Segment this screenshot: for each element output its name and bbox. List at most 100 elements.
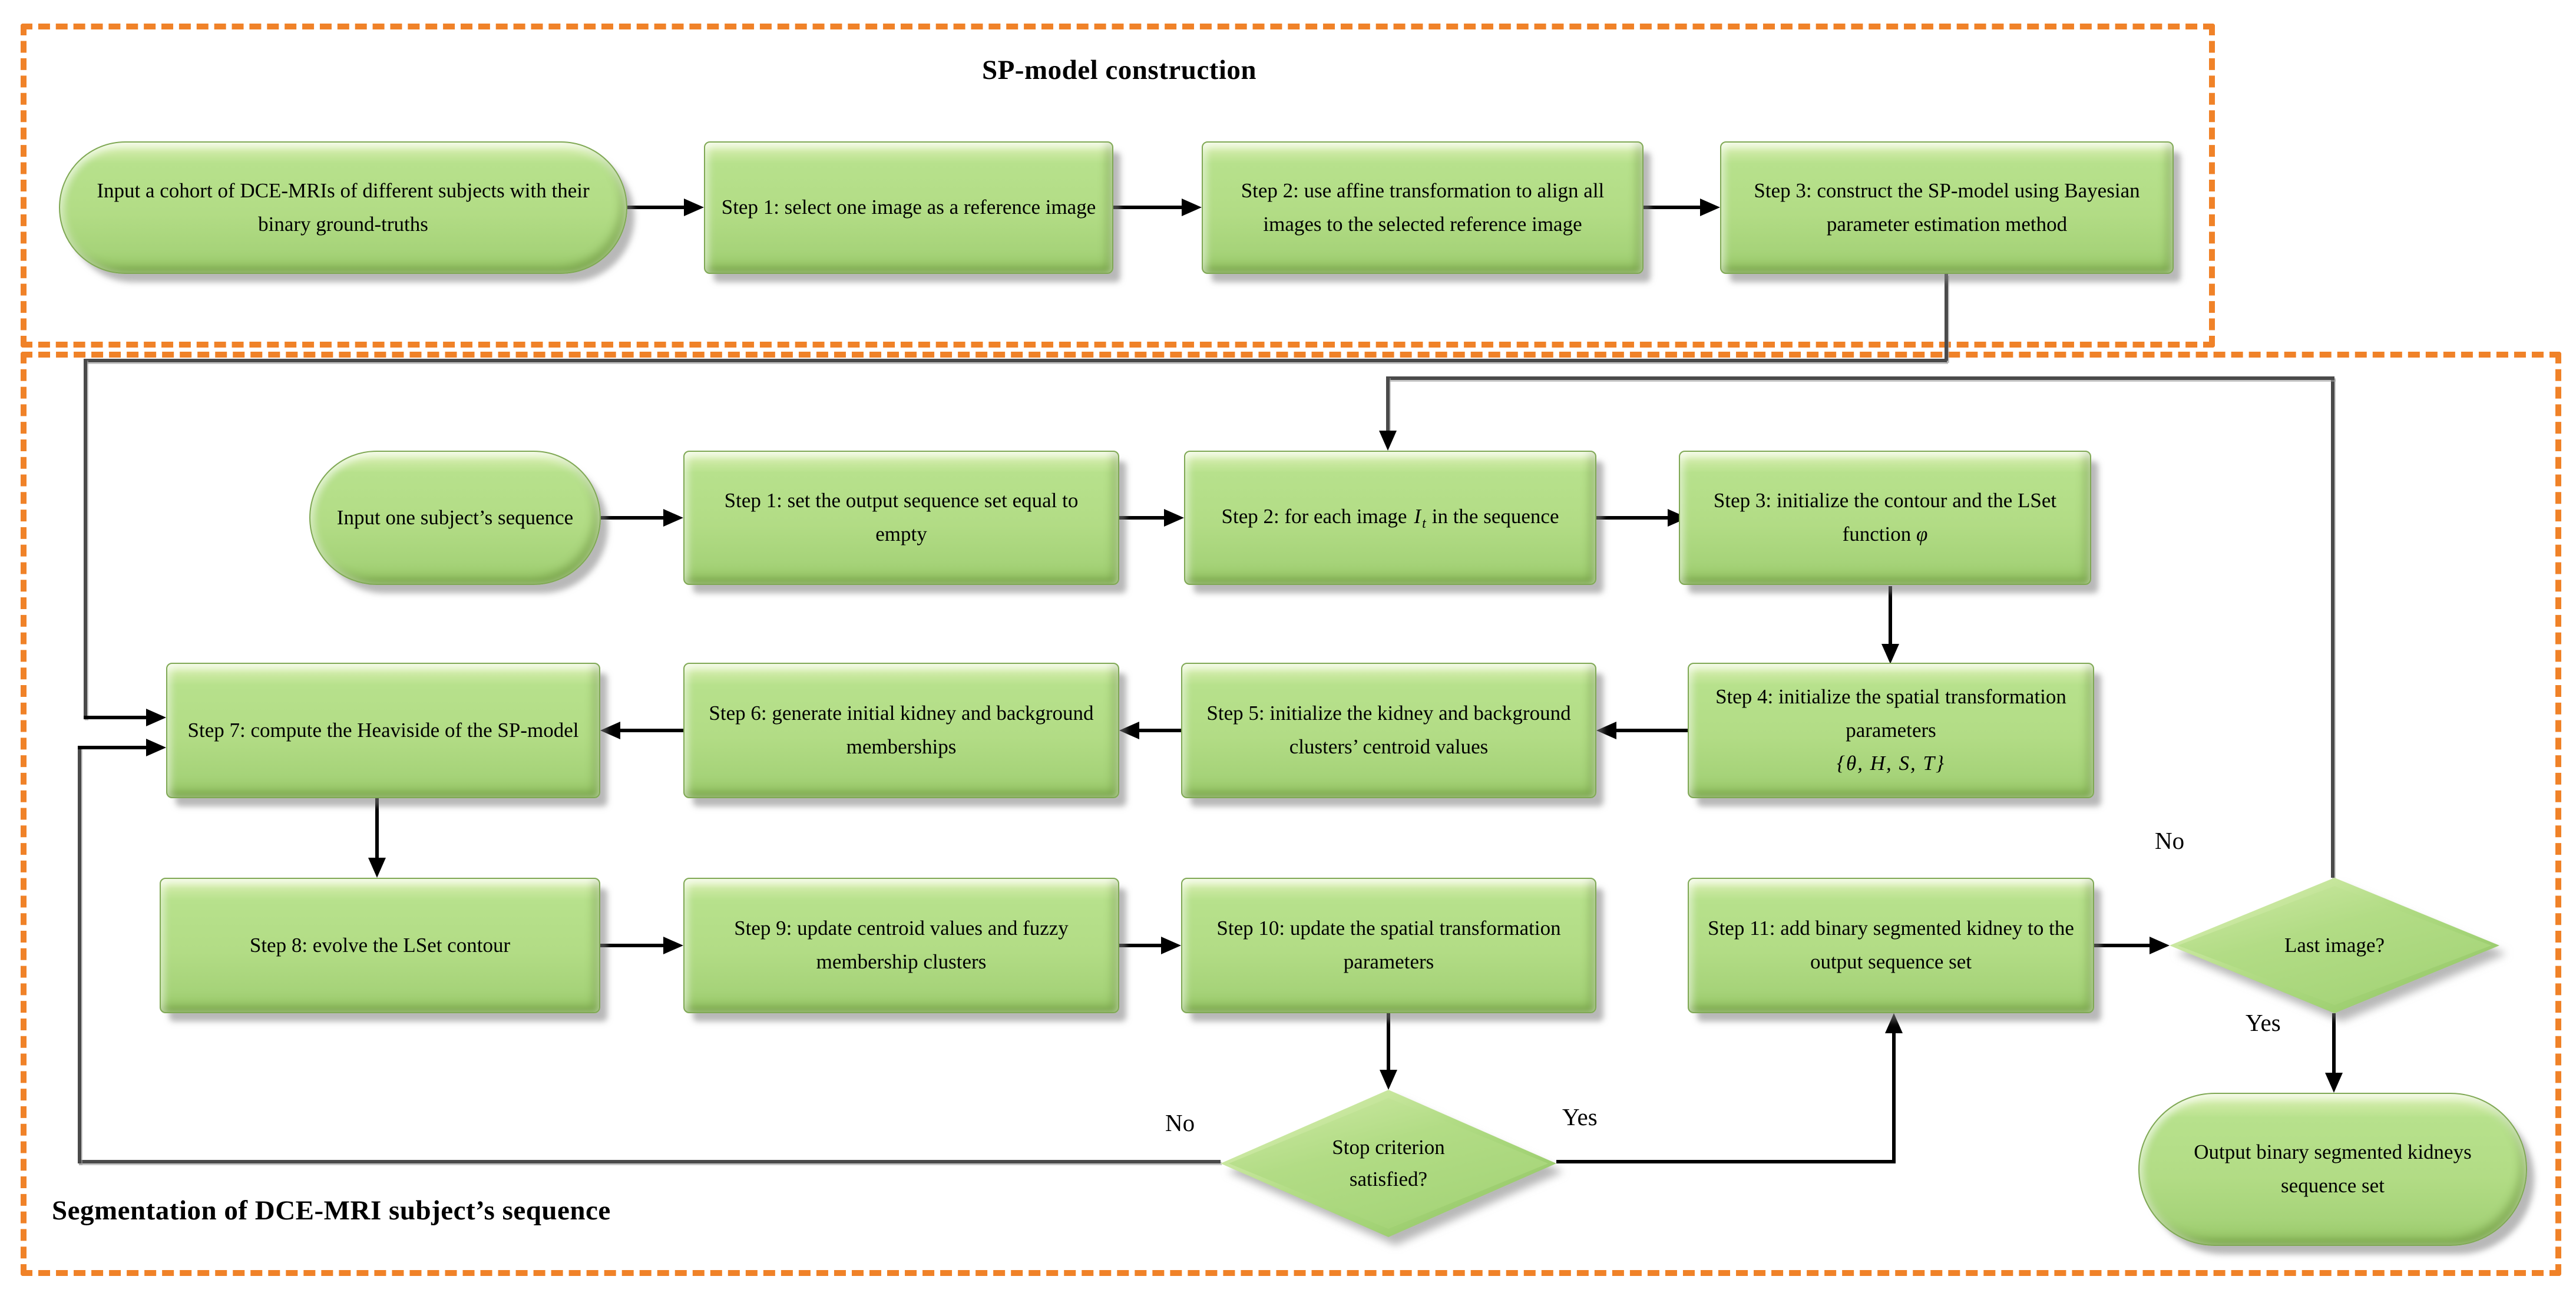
node-seg-step2: Step 2: for each image It in the sequence (1184, 451, 1596, 585)
node-sp-step3: Step 3: construct the SP-model using Bay… (1720, 141, 2174, 274)
connector-segstep10-stopdecision (1387, 1013, 1390, 1071)
connector-into-step7-upper (84, 716, 148, 719)
arrowhead-into-step7-lower (146, 739, 166, 756)
label-stop-yes: Yes (1562, 1103, 1598, 1130)
arrowhead-cohort-spstep1 (684, 199, 704, 216)
node-seg-step6: Step 6: generate initial kidney and back… (683, 663, 1119, 798)
node-stop-decision: Stop criterion satisfied? (1221, 1090, 1556, 1237)
connector-lastno-up (2331, 378, 2334, 878)
node-seg-step4-text: Step 4: initialize the spatial transform… (1715, 685, 2066, 742)
connector-lastyes-output (2332, 1013, 2336, 1074)
node-seg-step5-text: Step 5: initialize the kidney and backgr… (1206, 702, 1571, 758)
arrowhead-segstep5-segstep6 (1119, 722, 1139, 739)
connector-segstep5-segstep6 (1139, 729, 1181, 732)
arrowhead-segstep6-segstep7 (600, 722, 620, 739)
connector-spstep2-spstep3 (1644, 206, 1702, 209)
arrowhead-spstep1-spstep2 (1182, 199, 1202, 216)
label-last-no: No (2155, 827, 2185, 854)
node-seg-step1: Step 1: set the output sequence set equa… (683, 451, 1119, 585)
arrowhead-into-segstep2 (1379, 431, 1397, 451)
connector-segstep3-segstep4 (1889, 586, 1892, 646)
node-seg-step2-var: I (1414, 505, 1421, 528)
node-subject-input-text: Input one subject’s sequence (336, 505, 574, 529)
arrowhead-segstep9-segstep10 (1161, 937, 1181, 954)
connector-spstep1-spstep2 (1113, 206, 1184, 209)
connector-segstep11-lastdecision (2094, 944, 2152, 947)
node-seg-step8-text: Step 8: evolve the LSet contour (249, 933, 511, 957)
section-segmentation (21, 352, 2561, 1276)
node-seg-step9-text: Step 9: update centroid values and fuzzy… (734, 917, 1069, 973)
connector-segstep2-segstep3 (1596, 516, 1670, 520)
connector-segstep6-segstep7 (620, 729, 683, 732)
node-seg-step10-text: Step 10: update the spatial transformati… (1216, 917, 1561, 973)
node-sp-step3-text: Step 3: construct the SP-model using Bay… (1754, 178, 2140, 236)
node-output-result: Output binary segmented kidneys sequence… (2138, 1093, 2527, 1246)
node-seg-step3: Step 3: initialize the contour and the L… (1679, 451, 2091, 585)
arrowhead-segstep11-lastdecision (2150, 937, 2170, 954)
arrowhead-segstep7-segstep8 (368, 858, 386, 878)
arrowhead-segstep1-segstep2 (1164, 509, 1184, 527)
node-seg-step3-text: Step 3: initialize the contour and the L… (1695, 484, 2075, 551)
node-cohort-input: Input a cohort of DCE-MRIs of different … (59, 141, 627, 274)
node-seg-step6-text: Step 6: generate initial kidney and back… (709, 702, 1094, 758)
node-subject-input: Input one subject’s sequence (309, 451, 601, 585)
node-seg-step4: Step 4: initialize the spatial transform… (1688, 663, 2094, 798)
arrowhead-stopyes-into-segstep11 (1885, 1013, 1903, 1033)
node-seg-step3-main: Step 3: initialize the contour and the L… (1713, 489, 2057, 545)
last-decision-text: Last image? (2170, 878, 2499, 1013)
connector-into-step7-lower (78, 746, 148, 749)
node-seg-step9: Step 9: update centroid values and fuzzy… (683, 878, 1119, 1013)
node-sp-step1: Step 1: select one image as a reference … (704, 141, 1113, 274)
connector-stopyes-up (1892, 1032, 1896, 1163)
sp-model-title: SP-model construction (981, 55, 1257, 85)
node-seg-step4-params: {θ, H, S, T} (1837, 752, 1945, 775)
node-seg-step7: Step 7: compute the Heaviside of the SP-… (166, 663, 600, 798)
connector-segstep7-segstep8 (375, 798, 379, 859)
connector-subject-segstep1 (601, 516, 667, 520)
connector-stopyes-right (1556, 1160, 1894, 1163)
connector-spstep3-vert-left (84, 359, 87, 719)
node-seg-step11: Step 11: add binary segmented kidney to … (1688, 878, 2094, 1013)
node-sp-step2: Step 2: use affine transformation to ali… (1202, 141, 1644, 274)
stop-decision-label: Stop criterion satisfied? (1332, 1135, 1445, 1191)
arrowhead-into-step7-upper (146, 709, 166, 726)
connector-segstep4-segstep5 (1616, 729, 1688, 732)
connector-cohort-spstep1 (627, 206, 688, 209)
node-seg-step5: Step 5: initialize the kidney and backgr… (1181, 663, 1596, 798)
connector-stopno-left (78, 1160, 1221, 1163)
node-seg-step2-post: in the sequence (1431, 505, 1559, 528)
stop-decision-text: Stop criterion satisfied? (1221, 1090, 1556, 1237)
connector-segstep1-segstep2 (1119, 516, 1166, 520)
label-stop-no: No (1165, 1109, 1195, 1136)
connector-lastno-left (1386, 376, 2334, 380)
label-last-yes: Yes (2246, 1009, 2281, 1036)
node-seg-step1-text: Step 1: set the output sequence set equa… (724, 489, 1079, 545)
connector-segstep9-segstep10 (1119, 944, 1163, 947)
node-seg-step11-text: Step 11: add binary segmented kidney to … (1708, 917, 2074, 973)
node-output-result-text: Output binary segmented kidneys sequence… (2194, 1140, 2472, 1197)
node-seg-step2-sub: t (1422, 516, 1426, 532)
arrowhead-segstep8-segstep9 (663, 937, 683, 954)
arrowhead-spstep2-spstep3 (1700, 199, 1720, 216)
node-seg-step2-text: Step 2: for each image It in the sequence (1222, 500, 1559, 535)
node-seg-step8: Step 8: evolve the LSet contour (160, 878, 600, 1013)
node-cohort-input-text: Input a cohort of DCE-MRIs of different … (97, 178, 590, 236)
arrowhead-subject-segstep1 (663, 509, 683, 527)
node-seg-step2-pre: Step 2: for each image (1221, 505, 1407, 528)
node-last-decision: Last image? (2170, 878, 2499, 1013)
node-seg-step3-phi: φ (1916, 523, 1928, 545)
section-sp-model-construction (21, 24, 2215, 348)
node-seg-step10: Step 10: update the spatial transformati… (1181, 878, 1596, 1013)
arrowhead-lastyes-output (2325, 1073, 2343, 1093)
connector-stopno-up (78, 746, 81, 1163)
arrowhead-segstep3-segstep4 (1881, 644, 1899, 664)
segmentation-title: Segmentation of DCE-MRI subject’s sequen… (52, 1195, 611, 1226)
connector-segstep8-segstep9 (600, 944, 667, 947)
last-decision-label: Last image? (2284, 933, 2385, 957)
connector-spstep3-left (84, 359, 1947, 362)
connector-spstep3-down (1945, 274, 1948, 361)
node-sp-step1-text: Step 1: select one image as a reference … (721, 196, 1096, 219)
connector-lastno-down (1386, 376, 1390, 433)
arrowhead-segstep4-segstep5 (1596, 722, 1616, 739)
